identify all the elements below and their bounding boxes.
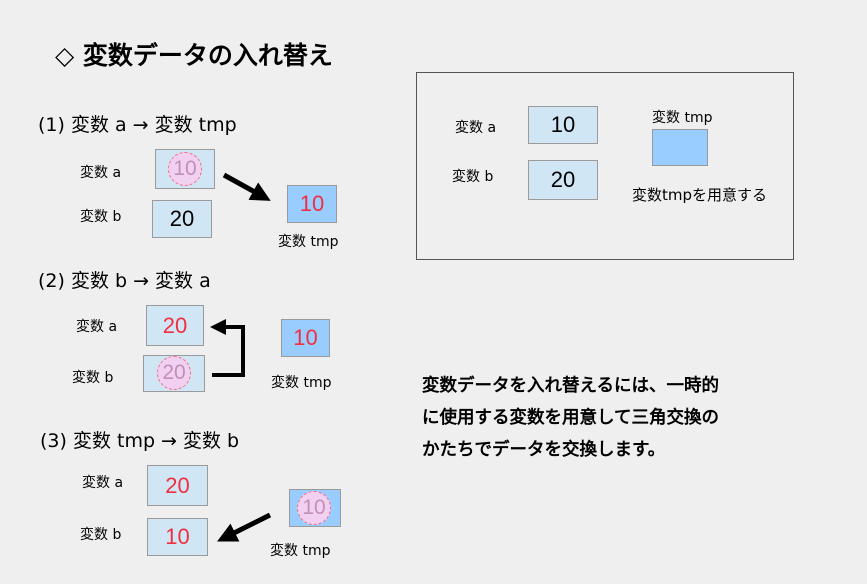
step1-label-a: 変数 a xyxy=(80,165,122,181)
step3-moved-value: 10 xyxy=(297,491,331,525)
setup-label-a: 変数 a xyxy=(455,120,497,136)
elbow-arrow-icon xyxy=(210,319,245,377)
step1-moved-value: 10 xyxy=(168,152,202,186)
explanation-line: に使用する変数を用意して三角交換の xyxy=(422,408,719,428)
step1-label-b: 変数 b xyxy=(80,209,122,225)
setup-label-tmp: 変数 tmp xyxy=(652,110,713,126)
explanation: 変数データを入れ替えるには、一時的 に使用する変数を用意して三角交換の かたちで… xyxy=(422,370,719,466)
step1-label-tmp: 変数 tmp xyxy=(278,234,339,250)
step2-label-tmp: 変数 tmp xyxy=(271,375,332,391)
step2-label-b: 変数 b xyxy=(72,370,114,386)
setup-label-b: 変数 b xyxy=(452,169,494,185)
setup-var-tmp xyxy=(652,129,708,166)
step3-var-a: 20 xyxy=(147,465,208,506)
step1-heading: (1) 変数 a → 変数 tmp xyxy=(38,114,237,136)
step2-heading: (2) 変数 b → 変数 a xyxy=(38,270,211,292)
step3-var-b: 10 xyxy=(147,518,208,556)
step2-moved-value: 20 xyxy=(157,356,191,390)
arrow-icon xyxy=(217,512,272,542)
page-title: ◇ 変数データの入れ替え xyxy=(55,41,333,70)
setup-caption: 変数tmpを用意する xyxy=(632,186,768,204)
arrow-icon xyxy=(222,172,271,201)
explanation-line: 変数データを入れ替えるには、一時的 xyxy=(422,376,719,396)
setup-frame xyxy=(416,72,794,260)
setup-var-b: 20 xyxy=(528,160,598,200)
setup-var-a: 10 xyxy=(528,106,598,144)
step3-heading: (3) 変数 tmp → 変数 b xyxy=(40,430,240,452)
step3-label-b: 変数 b xyxy=(80,527,122,543)
step1-var-b: 20 xyxy=(152,200,212,238)
step2-label-a: 変数 a xyxy=(76,319,118,335)
step1-var-tmp: 10 xyxy=(287,185,337,223)
step3-label-tmp: 変数 tmp xyxy=(270,543,331,559)
step3-label-a: 変数 a xyxy=(82,475,124,491)
step2-var-a: 20 xyxy=(146,305,204,346)
explanation-line: かたちでデータを交換します。 xyxy=(422,440,666,460)
step2-var-tmp: 10 xyxy=(281,319,330,357)
